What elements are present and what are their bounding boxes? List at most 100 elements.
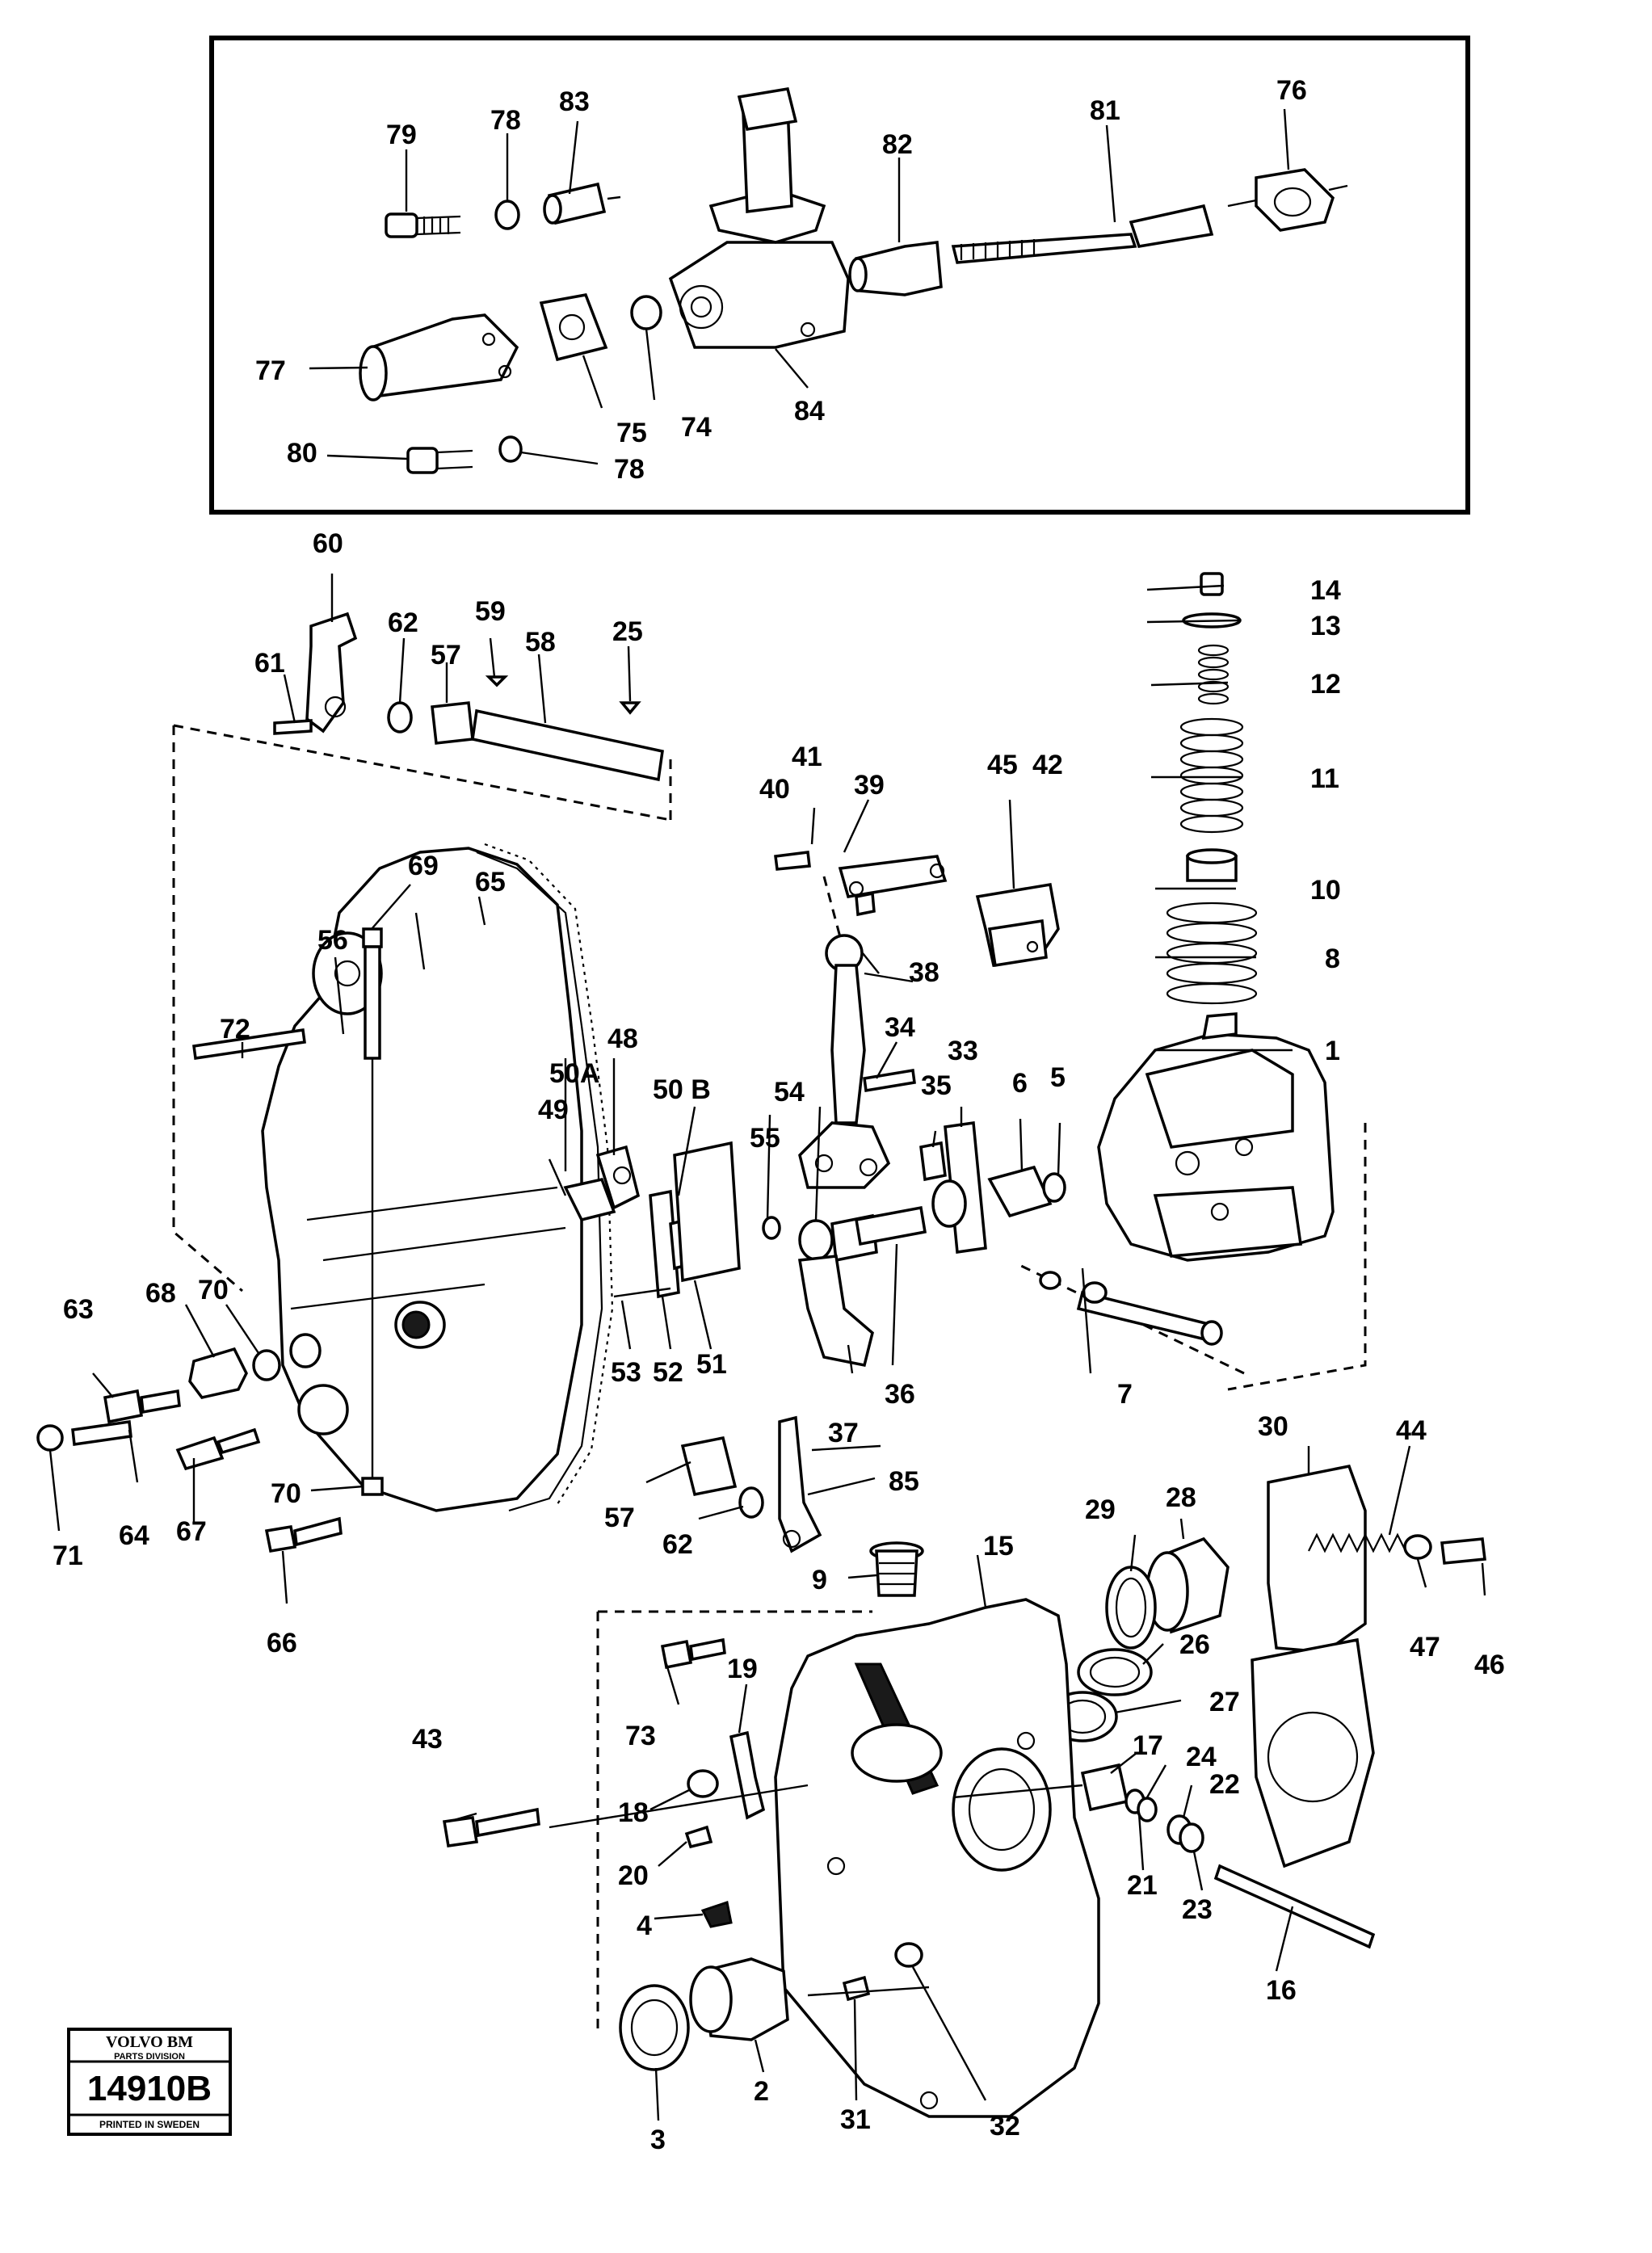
part-46-bolt xyxy=(1440,1537,1486,1565)
label-30: 30 xyxy=(1258,1411,1288,1442)
label-7: 7 xyxy=(1117,1379,1133,1410)
part-17-bushing xyxy=(1080,1763,1129,1812)
part-14-bolt-head xyxy=(1200,572,1224,596)
label-60: 60 xyxy=(313,528,343,559)
part-19-lever xyxy=(729,1730,766,1820)
part-30-gasket xyxy=(1251,1464,1375,1868)
label-63: 63 xyxy=(63,1294,94,1325)
label-79: 79 xyxy=(386,120,417,150)
label-27: 27 xyxy=(1209,1687,1240,1717)
label-43: 43 xyxy=(412,1724,443,1755)
label-34: 34 xyxy=(885,1012,915,1043)
label-26: 26 xyxy=(1179,1629,1210,1660)
part-12-spring xyxy=(1197,644,1230,705)
stamp-frame xyxy=(67,2028,232,2136)
part-81-rod xyxy=(951,204,1214,264)
label-74: 74 xyxy=(681,412,712,443)
label-16: 16 xyxy=(1266,1975,1297,2006)
part-77-tube xyxy=(359,313,519,401)
label-17: 17 xyxy=(1133,1730,1163,1761)
label-23: 23 xyxy=(1182,1894,1213,1925)
label-21: 21 xyxy=(1127,1870,1158,1901)
part-65-gasket xyxy=(476,851,603,1512)
part-35-clip xyxy=(919,1141,947,1182)
label-4: 4 xyxy=(637,1910,652,1941)
label-68: 68 xyxy=(145,1278,176,1309)
part-43-bolt xyxy=(442,1807,540,1847)
label-50B: 50 B xyxy=(653,1074,711,1105)
label-76: 76 xyxy=(1276,75,1307,106)
label-55: 55 xyxy=(750,1123,780,1154)
part-10-seat xyxy=(1186,848,1238,882)
part-44-spring xyxy=(1308,1532,1406,1553)
part-1-governor-weights xyxy=(1097,1012,1335,1262)
part-24-washer xyxy=(1137,1797,1158,1822)
label-84: 84 xyxy=(794,396,825,427)
label-46: 46 xyxy=(1474,1650,1505,1680)
part-39-link xyxy=(838,855,948,917)
label-85: 85 xyxy=(889,1466,919,1497)
part-29-spring xyxy=(1105,1566,1157,1650)
label-62-lower: 62 xyxy=(662,1529,693,1560)
label-61: 61 xyxy=(254,648,285,679)
part-73-bolt xyxy=(660,1637,726,1670)
label-62: 62 xyxy=(388,607,418,638)
label-10: 10 xyxy=(1310,875,1341,906)
label-42: 42 xyxy=(1032,750,1063,780)
label-1: 1 xyxy=(1325,1036,1340,1066)
spring-stack xyxy=(1166,572,1258,1005)
stamp-printed: PRINTED IN SWEDEN xyxy=(99,2119,200,2130)
label-35: 35 xyxy=(921,1070,952,1101)
part-84-housing xyxy=(668,87,850,349)
label-72: 72 xyxy=(220,1014,250,1045)
part-34-screw xyxy=(863,1068,916,1093)
label-48: 48 xyxy=(607,1024,638,1054)
label-3: 3 xyxy=(650,2125,666,2155)
label-8: 8 xyxy=(1325,944,1340,974)
stamp-brand: VOLVO BM xyxy=(106,2033,193,2051)
stamp-number: 14910B xyxy=(87,2069,212,2108)
part-80-screw xyxy=(406,447,473,474)
part-9-plug xyxy=(869,1541,924,1597)
part-55-washer xyxy=(762,1216,781,1240)
part-23-ring xyxy=(1179,1822,1204,1853)
part-26-seal xyxy=(1077,1648,1153,1696)
part-68-plate xyxy=(188,1347,248,1399)
label-78: 78 xyxy=(490,105,521,136)
left-fasteners xyxy=(36,1333,322,1471)
label-28: 28 xyxy=(1166,1482,1196,1513)
label-51: 51 xyxy=(696,1349,727,1380)
part-6-sleeve xyxy=(931,1165,1053,1228)
governor-housing-56 xyxy=(261,843,614,1512)
label-44: 44 xyxy=(1396,1415,1427,1446)
label-75: 75 xyxy=(616,418,647,448)
part-75-gasket xyxy=(539,293,608,362)
label-49: 49 xyxy=(538,1095,569,1125)
label-70: 70 xyxy=(198,1275,229,1305)
part-2-hub xyxy=(689,1957,789,2041)
label-40: 40 xyxy=(759,774,790,805)
part-42-bracket xyxy=(975,882,1060,968)
label-64: 64 xyxy=(119,1520,149,1551)
label-53: 53 xyxy=(611,1357,641,1388)
label-19: 19 xyxy=(727,1654,758,1684)
label-57-lower: 57 xyxy=(604,1503,635,1533)
label-37: 37 xyxy=(828,1418,859,1448)
part-78-washer xyxy=(494,200,520,230)
part-7-rod xyxy=(1039,1271,1223,1346)
part-16-shaft xyxy=(1213,1864,1376,1949)
label-67: 67 xyxy=(176,1516,207,1547)
label-15: 15 xyxy=(983,1531,1014,1562)
part-71-cap xyxy=(36,1424,64,1452)
label-77: 77 xyxy=(255,355,286,386)
label-36: 36 xyxy=(885,1379,915,1410)
part-51-plate xyxy=(673,1141,741,1283)
part-number-labels: 79 78 83 82 81 76 77 75 74 84 80 78 60 6… xyxy=(53,75,1505,2155)
part-32-washer xyxy=(894,1942,923,1968)
label-18: 18 xyxy=(618,1797,649,1828)
label-20: 20 xyxy=(618,1860,649,1891)
label-14: 14 xyxy=(1310,575,1341,606)
label-47: 47 xyxy=(1410,1632,1440,1662)
label-29: 29 xyxy=(1085,1494,1116,1525)
